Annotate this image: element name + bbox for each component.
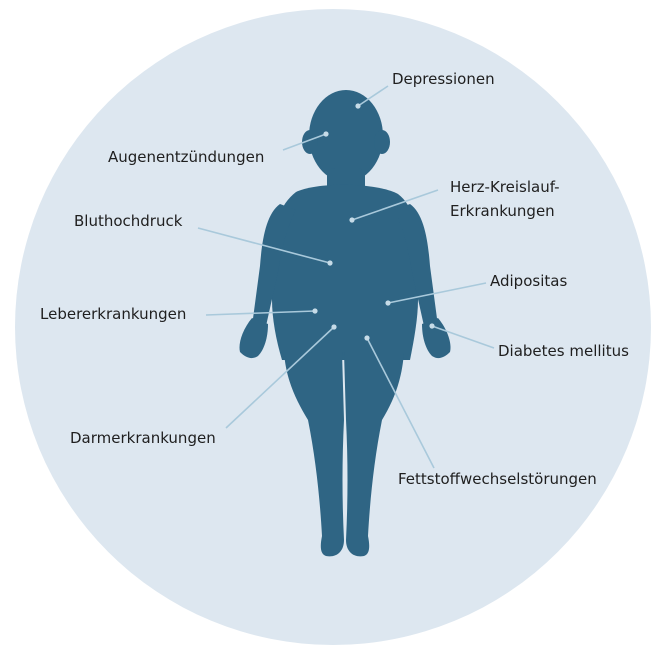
label-bluthochdruck: Bluthochdruck: [74, 212, 183, 230]
label-diabetes-mellitus: Diabetes mellitus: [498, 342, 629, 360]
label-depressionen: Depressionen: [392, 70, 495, 88]
dot-leber: [312, 308, 317, 313]
dot-blut: [327, 260, 332, 265]
dot-fett: [364, 335, 369, 340]
dot-depressionen: [355, 103, 360, 108]
label-herz-kreislauf-line2: Erkrankungen: [450, 202, 555, 220]
dot-augen: [323, 131, 328, 136]
label-augenentzuendungen: Augenentzündungen: [108, 148, 264, 166]
label-lebererkrankungen: Lebererkrankungen: [40, 305, 186, 323]
dot-herz: [349, 217, 354, 222]
label-darmerkrankungen: Darmerkrankungen: [70, 429, 216, 447]
dot-darm: [331, 324, 336, 329]
label-herz-kreislauf-line1: Herz-Kreislauf-: [450, 178, 560, 196]
label-fettstoffwechselstoerungen: Fettstoffwechselstörungen: [398, 470, 597, 488]
dot-diabetes: [429, 323, 434, 328]
dot-adipositas: [385, 300, 390, 305]
label-adipositas: Adipositas: [490, 272, 567, 290]
